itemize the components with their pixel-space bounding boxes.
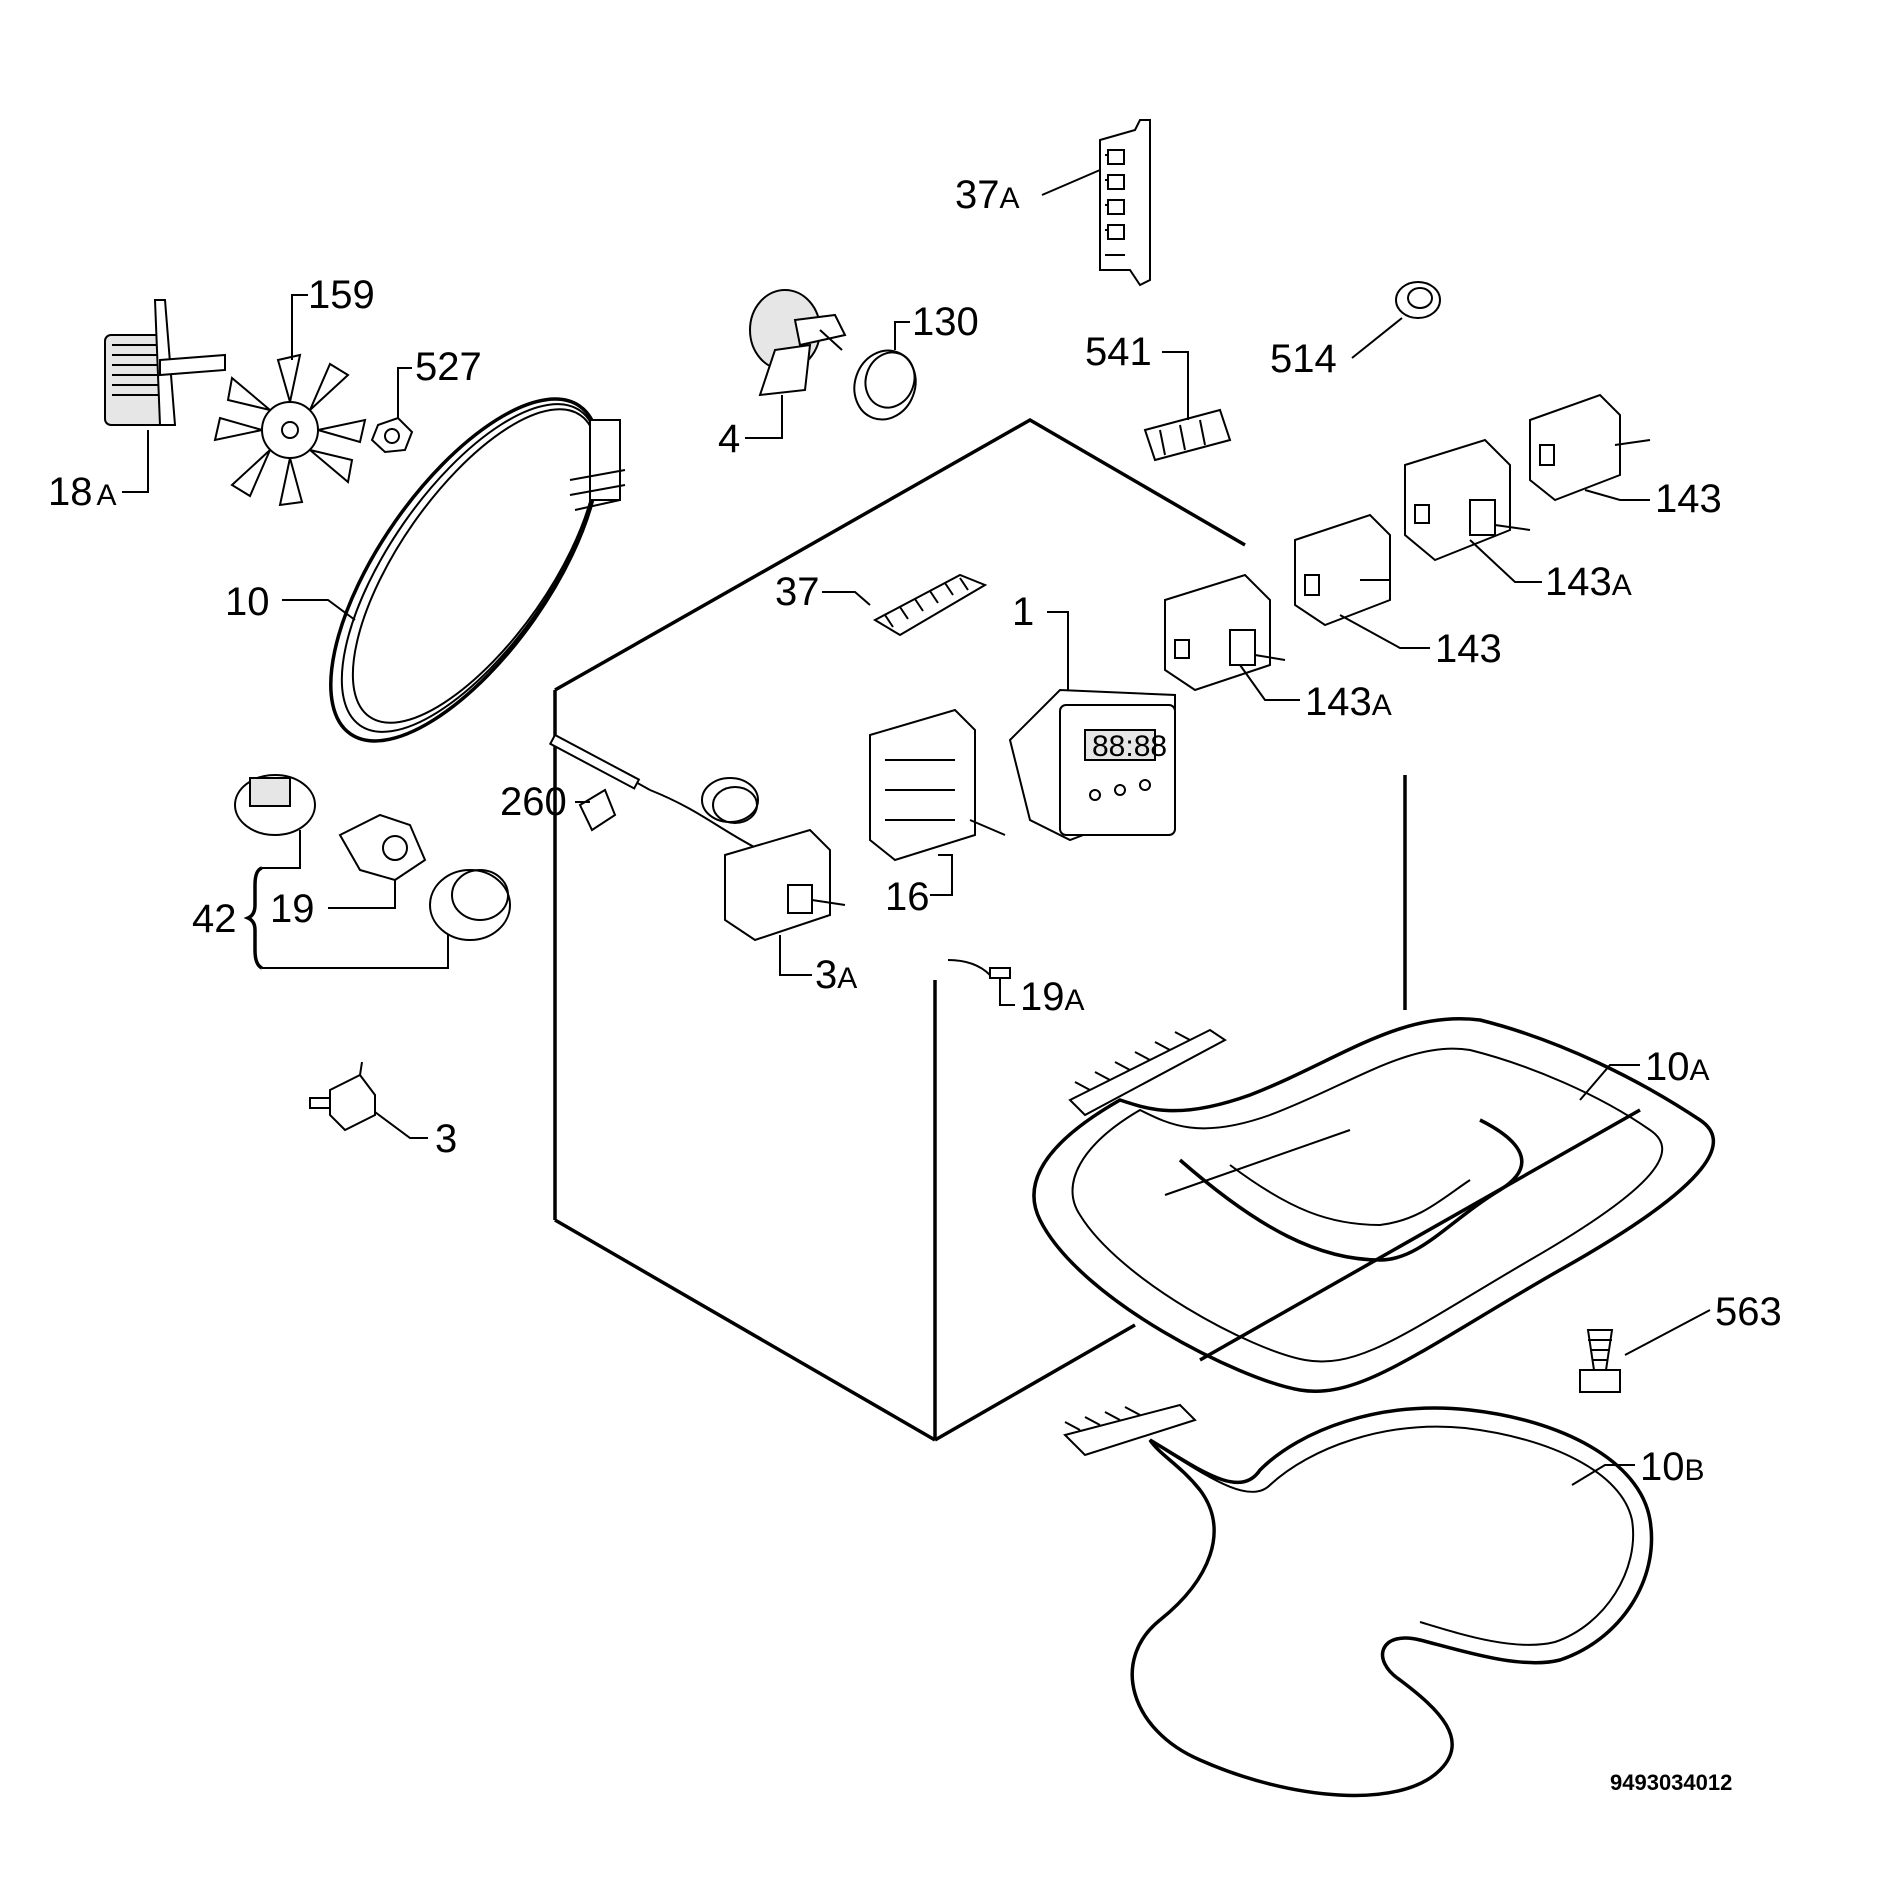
- switch-143a-top: [1404, 438, 1542, 583]
- ring-130: [853, 321, 917, 421]
- circular-element-10: [282, 397, 626, 743]
- motor-4: [745, 289, 847, 439]
- label-143-mid: 143: [1435, 627, 1502, 671]
- label-260: 260: [500, 780, 567, 824]
- label-3a: 3A: [815, 953, 857, 997]
- label-514: 514: [1270, 337, 1337, 381]
- label-16: 16: [885, 875, 930, 919]
- label-143a-top: 143A: [1545, 560, 1632, 604]
- sensor-19a: [947, 959, 1015, 1006]
- label-3: 3: [435, 1117, 457, 1161]
- grommet-514: [1351, 281, 1441, 359]
- label-19: 19: [270, 887, 315, 931]
- label-42: 42: [192, 897, 237, 941]
- label-10b: 10B: [1640, 1445, 1705, 1489]
- thermostat-3a: [548, 733, 846, 976]
- label-527: 527: [415, 345, 482, 389]
- label-4: 4: [718, 417, 740, 461]
- label-143-top: 143: [1655, 477, 1722, 521]
- terminal-block-37a: [1041, 119, 1151, 287]
- label-19a: 19A: [1020, 975, 1085, 1019]
- terminal-strip-37: [822, 573, 988, 637]
- foot-563: [1579, 1309, 1711, 1393]
- fan-blade-159: [213, 294, 367, 507]
- label-37a: 37A: [955, 173, 1020, 217]
- drawing-code: 9493034012: [1610, 1770, 1732, 1795]
- label-1: 1: [1012, 590, 1034, 634]
- label-10: 10: [225, 580, 270, 624]
- clip-260: [575, 788, 617, 832]
- base-element-10b: [1063, 1403, 1654, 1798]
- label-37: 37: [775, 570, 820, 614]
- oven-cabinet-outline: [553, 417, 1407, 1442]
- clip-541: [1143, 351, 1232, 462]
- switch-143-top: [1529, 393, 1651, 502]
- switch-143a-mid: [1164, 573, 1300, 701]
- label-143a-mid: 143A: [1305, 680, 1392, 724]
- lamp-assembly-42: [234, 774, 511, 970]
- label-563: 563: [1715, 1290, 1782, 1334]
- selector-switch-16: [869, 708, 1006, 896]
- thermal-cutout-3: [309, 1061, 428, 1139]
- nut-527: [370, 367, 414, 454]
- grill-element-10a: [1032, 1017, 1716, 1393]
- label-130: 130: [912, 300, 979, 344]
- label-541: 541: [1085, 330, 1152, 374]
- fan-motor-18a: [104, 299, 226, 493]
- timer-display-1: 88:88: [1008, 611, 1176, 842]
- label-10a: 10A: [1645, 1045, 1710, 1089]
- switch-143-mid: [1294, 513, 1430, 649]
- timer-digits: 88:88: [1092, 730, 1167, 763]
- label-159: 159: [308, 273, 375, 317]
